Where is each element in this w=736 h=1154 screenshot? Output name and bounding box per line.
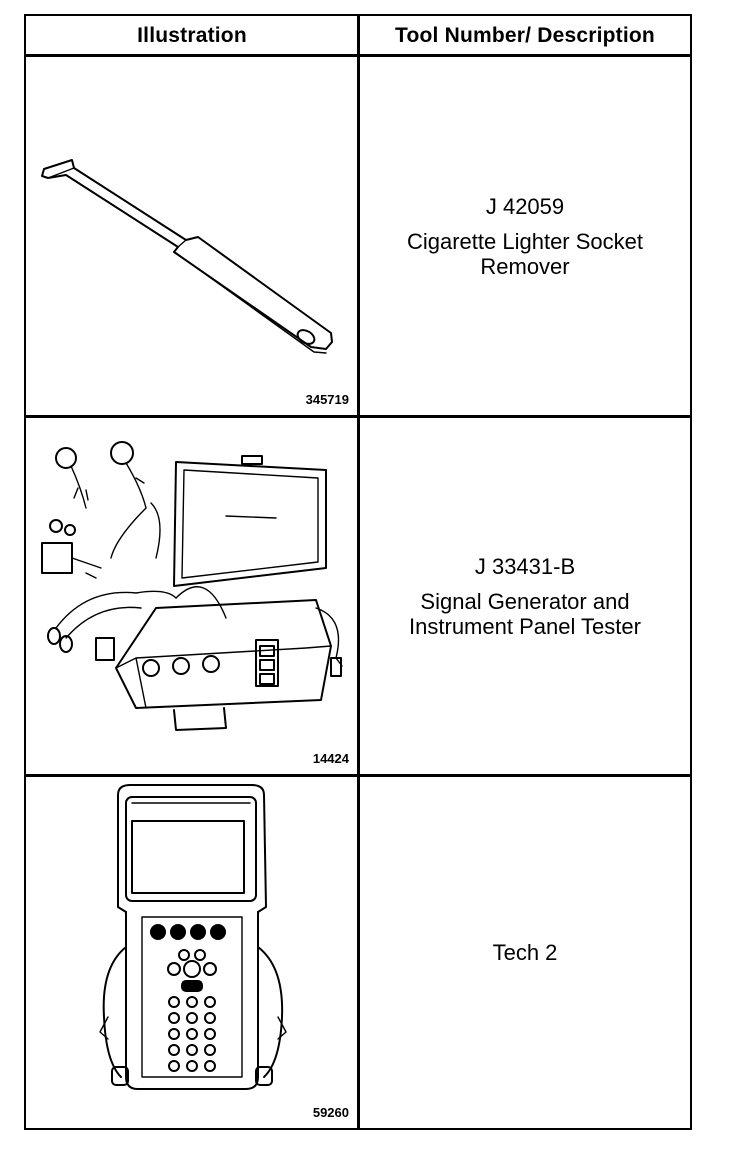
tool-description: Cigarette Lighter Socket Remover <box>406 228 644 279</box>
table-row: 345719 J 42059 Cigarette Lighter Socket … <box>26 57 690 415</box>
row-divider <box>26 774 690 777</box>
column-divider <box>357 16 360 1128</box>
tool-table: Illustration Tool Number/ Description 34… <box>24 14 692 1130</box>
tool-description: Signal Generator and Instrument Panel Te… <box>409 588 641 639</box>
table-row: 59260 Tech 2 <box>26 777 690 1128</box>
signal-generator-case-icon <box>41 441 343 731</box>
header-divider <box>26 54 690 57</box>
tech2-scan-tool-icon <box>99 784 287 1090</box>
socket-remover-tool-icon <box>41 159 333 354</box>
figure-number: 59260 <box>312 1105 349 1120</box>
header-illustration: Illustration <box>137 24 247 47</box>
tool-number: J 33431-B <box>474 553 576 579</box>
description-cell: Tech 2 <box>360 777 690 1128</box>
tool-number: J 42059 <box>485 193 565 219</box>
description-cell: J 33431-B Signal Generator and Instrumen… <box>360 418 690 774</box>
figure-number: 345719 <box>305 392 349 407</box>
header-tool-description: Tool Number/ Description <box>395 24 655 47</box>
description-cell: J 42059 Cigarette Lighter Socket Remover <box>360 57 690 415</box>
figure-number: 14424 <box>312 751 349 766</box>
row-divider <box>26 415 690 418</box>
illustration-cell: 14424 <box>26 418 357 774</box>
tool-description: Tech 2 <box>492 940 558 965</box>
illustration-cell: 345719 <box>26 57 357 415</box>
table-row: 14424 J 33431-B Signal Generator and Ins… <box>26 418 690 774</box>
illustration-cell: 59260 <box>26 777 357 1128</box>
